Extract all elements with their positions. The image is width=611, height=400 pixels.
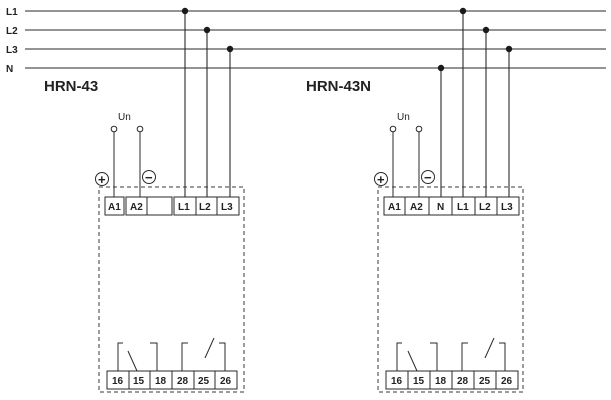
terminal-label: L1 <box>178 202 190 213</box>
device-hrn-43: HRN-43 Un + − A1 A2 L <box>44 7 245 393</box>
supply-label: Un <box>118 112 131 123</box>
junction-dot <box>203 26 211 34</box>
terminal-label: 15 <box>133 376 145 387</box>
minus-symbol-text: − <box>145 170 153 185</box>
top-terminal-strip: A1 A2 L1 L2 L3 <box>104 196 240 216</box>
plus-symbol-text: + <box>98 172 106 187</box>
supply-terminal-minus <box>136 125 144 133</box>
terminal-label: A2 <box>130 202 143 213</box>
contact-25-lever <box>204 337 215 359</box>
terminal-label: A1 <box>388 202 401 213</box>
bottom-terminal-strip: 16 15 18 28 25 26 <box>385 370 519 390</box>
terminal-label: 25 <box>479 376 491 387</box>
terminal-label: L2 <box>199 202 211 213</box>
contact-15-lever <box>127 350 138 372</box>
supply-label: Un <box>397 112 410 123</box>
device-housing <box>377 186 524 393</box>
terminal-label: L3 <box>221 202 233 213</box>
terminal-label: 16 <box>112 376 124 387</box>
line-label-l1: L1 <box>6 7 18 18</box>
contact-18 <box>150 342 158 371</box>
device-hrn-43n: HRN-43N Un + − A1 A2 <box>306 7 524 393</box>
terminal-26 <box>214 370 238 390</box>
terminal-label: 15 <box>413 376 425 387</box>
device-title: HRN-43 <box>44 78 98 95</box>
terminal-label: 16 <box>391 376 403 387</box>
minus-symbol-icon <box>142 170 156 184</box>
contact-15-lever <box>407 350 418 372</box>
contact-26 <box>499 342 506 371</box>
terminal-label: 18 <box>155 376 167 387</box>
terminal-label: L2 <box>479 202 491 213</box>
junction-dot <box>482 26 490 34</box>
junction-dot <box>226 45 234 53</box>
terminal-label: 28 <box>177 376 189 387</box>
minus-symbol-icon <box>421 170 435 184</box>
junction-dot <box>459 7 467 15</box>
terminal-label: 25 <box>198 376 210 387</box>
bottom-terminal-strip: 16 15 18 28 25 26 <box>106 370 238 390</box>
contact-16 <box>117 342 123 371</box>
junction-dot <box>437 64 445 72</box>
supply-terminal-plus <box>110 125 118 133</box>
terminal-label: 28 <box>457 376 469 387</box>
contact-28 <box>181 342 188 371</box>
terminal-label: L3 <box>501 202 513 213</box>
supply-terminal-minus <box>415 125 423 133</box>
terminal-26 <box>495 370 519 390</box>
contact-28 <box>461 342 468 371</box>
terminal-label: A1 <box>108 202 121 213</box>
terminal-empty <box>146 196 173 216</box>
relay-contacts <box>117 337 226 372</box>
line-label-l3: L3 <box>6 45 18 56</box>
terminal-label: 26 <box>220 376 232 387</box>
terminal-l3 <box>496 196 520 216</box>
device-title: HRN-43N <box>306 78 371 95</box>
junction-dot <box>505 45 513 53</box>
terminal-l3 <box>216 196 240 216</box>
contact-25-lever <box>484 337 495 359</box>
contact-26 <box>219 342 226 371</box>
supply-lines: L1 L2 L3 N <box>6 7 606 75</box>
line-label-l2: L2 <box>6 26 18 37</box>
terminal-label: A2 <box>410 202 423 213</box>
terminal-label: N <box>437 202 444 213</box>
top-terminal-strip: A1 A2 N L1 L2 L3 <box>383 196 520 216</box>
device-housing <box>98 186 245 393</box>
contact-16 <box>396 342 402 371</box>
supply-terminal-plus <box>389 125 397 133</box>
terminal-a1 <box>104 196 125 216</box>
contact-18 <box>430 342 438 371</box>
junction-dot <box>181 7 189 15</box>
terminal-label: 18 <box>435 376 447 387</box>
minus-symbol-text: − <box>424 170 432 185</box>
plus-symbol-text: + <box>377 172 385 187</box>
plus-symbol-icon <box>374 172 388 186</box>
terminal-label: L1 <box>457 202 469 213</box>
plus-symbol-icon <box>95 172 109 186</box>
terminal-label: 26 <box>501 376 513 387</box>
line-label-n: N <box>6 64 13 75</box>
relay-contacts <box>396 337 506 372</box>
